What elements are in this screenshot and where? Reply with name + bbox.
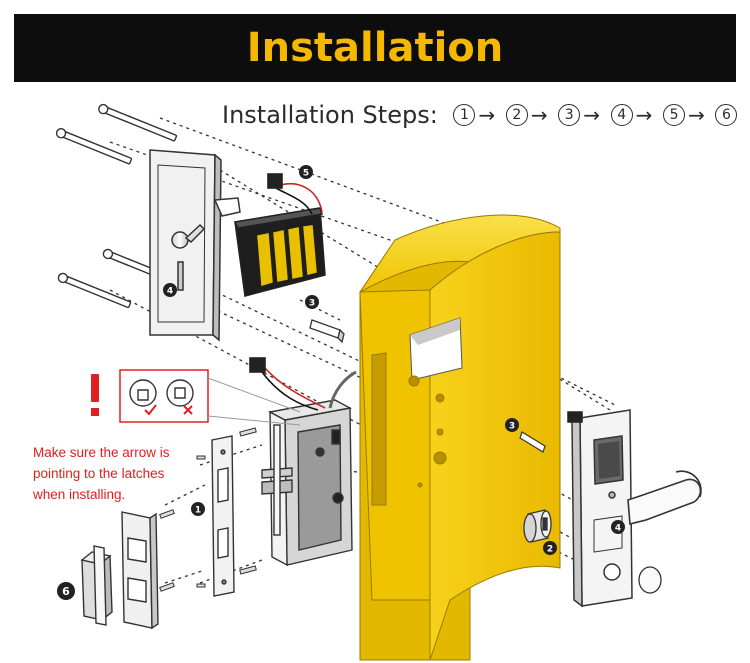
- title-banner: Installation: [14, 14, 736, 82]
- callout-text: 4: [167, 287, 173, 297]
- faceplate-screws: [196, 427, 257, 588]
- step-arrow: →: [635, 103, 653, 127]
- steps-label: Installation Steps:: [222, 101, 438, 129]
- callout-text: 6: [62, 585, 70, 598]
- lock-wire: [249, 357, 357, 411]
- warning-line-2: pointing to the latches: [33, 466, 165, 481]
- step-1-circle: 1: [453, 104, 476, 126]
- latch-wrong-icon: [166, 379, 194, 407]
- step-6-circle: 6: [715, 104, 738, 126]
- callout-text: 2: [547, 545, 553, 555]
- step-arrow: →: [583, 103, 601, 127]
- warning-line-3: when installing.: [33, 487, 126, 502]
- strike-screws: [159, 509, 175, 592]
- thumb-knob: [638, 566, 662, 594]
- callout-battery-box: 3: [305, 295, 319, 309]
- callout-text: 4: [615, 524, 621, 534]
- callout-front-spindle: 3: [505, 418, 519, 432]
- warning-line-1: Make sure the arrow is: [33, 445, 170, 460]
- battery-box: [233, 207, 326, 297]
- door-slab: [359, 214, 561, 661]
- step-2-circle: 2: [505, 104, 528, 126]
- faceplate: [211, 435, 235, 597]
- guide-line: [164, 569, 206, 584]
- callout-back-panel: 4: [163, 283, 177, 297]
- latch-correct-icon: [129, 379, 157, 407]
- callout-faceplate: 1: [191, 502, 205, 516]
- warning-leader: [207, 415, 301, 426]
- cross-mark-icon: [183, 405, 193, 415]
- step-4-circle: 4: [610, 104, 633, 126]
- guide-line: [159, 117, 491, 241]
- warning-frame: [119, 369, 209, 423]
- warning-text: Make sure the arrow is pointing to the l…: [33, 442, 203, 505]
- callout-battery-connector: 5: [299, 165, 313, 179]
- strike-box: [80, 545, 113, 626]
- mounting-screws: [55, 103, 178, 309]
- step-arrow: →: [530, 103, 548, 127]
- callout-text: 1: [195, 506, 201, 516]
- front-panel: [567, 409, 633, 608]
- spindle-bar: [309, 319, 345, 344]
- callout-text: 3: [509, 422, 515, 432]
- step-3-circle: 3: [558, 104, 581, 126]
- step-arrow: →: [478, 103, 496, 127]
- lever-handle: [627, 470, 702, 526]
- callout-strike-box: 6: [57, 582, 75, 600]
- callout-text: 3: [309, 299, 315, 309]
- strike-plate: [121, 511, 159, 630]
- check-mark-icon: [144, 404, 157, 416]
- banner-title: Installation: [246, 25, 504, 71]
- callout-front-panel: 4: [611, 520, 625, 534]
- warning-callout: [119, 369, 301, 426]
- step-arrow: →: [688, 103, 705, 127]
- mortise-lock-body: [261, 399, 353, 567]
- back-panel: [149, 149, 241, 342]
- installation-steps: Installation Steps: 1→ 2→ 3→ 4→ 5→ 6: [222, 98, 738, 130]
- battery-connector: [267, 173, 323, 215]
- guide-line: [164, 484, 206, 506]
- step-5-circle: 5: [663, 104, 686, 126]
- cylinder-core: [523, 509, 552, 543]
- exclamation-icon: [91, 374, 99, 416]
- callout-cylinder: 2: [543, 541, 557, 555]
- callout-text: 5: [303, 169, 309, 179]
- warning-leader: [207, 377, 301, 413]
- front-spindle: [519, 431, 546, 453]
